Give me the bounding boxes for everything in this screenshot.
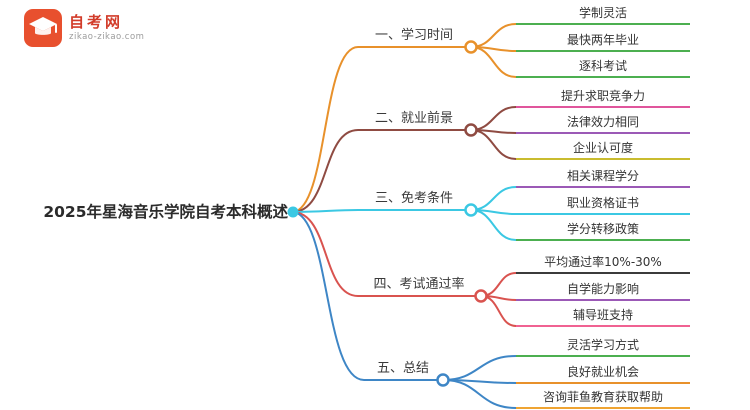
child-curve-1-2 bbox=[470, 46, 517, 52]
child-curve-4-2 bbox=[480, 295, 517, 301]
child-label-3-1: 相关课程学分 bbox=[566, 169, 639, 183]
logo-title: 自考网 bbox=[69, 12, 124, 31]
child-curve-4-1 bbox=[480, 272, 517, 297]
child-curve-2-3 bbox=[470, 129, 517, 160]
child-label-1-2: 最快两年毕业 bbox=[566, 33, 639, 47]
branch-curve-2 bbox=[292, 129, 359, 213]
child-label-5-3: 咨询菲鱼教育获取帮助 bbox=[542, 390, 663, 404]
child-curve-3-2 bbox=[470, 209, 517, 215]
child-curve-5-1 bbox=[442, 355, 517, 381]
child-curve-4-3 bbox=[480, 295, 517, 327]
branch-label-4: 四、考试通过率 bbox=[373, 277, 465, 292]
child-curve-3-3 bbox=[470, 209, 517, 241]
branch-curve-5 bbox=[292, 211, 365, 381]
child-label-1-3: 逐科考试 bbox=[578, 59, 627, 73]
branch-curve-3 bbox=[292, 209, 359, 213]
child-curve-1-3 bbox=[470, 46, 517, 78]
logo-domain: zikao-zikao.com bbox=[69, 32, 145, 43]
child-label-5-1: 灵活学习方式 bbox=[566, 338, 639, 352]
child-label-4-2: 自学能力影响 bbox=[566, 282, 639, 296]
child-curve-3-1 bbox=[470, 186, 517, 211]
branch-label-3: 三、免考条件 bbox=[374, 191, 453, 206]
branch-label-5: 五、总结 bbox=[376, 361, 429, 376]
child-curve-5-2 bbox=[442, 379, 517, 384]
branch-curve-1 bbox=[292, 46, 359, 213]
child-label-3-2: 职业资格证书 bbox=[566, 196, 639, 210]
child-label-4-1: 平均通过率10%-30% bbox=[544, 255, 662, 269]
root-node-dot bbox=[287, 206, 299, 218]
child-label-4-3: 辅导班支持 bbox=[572, 308, 633, 322]
graduation-cap-icon bbox=[24, 9, 62, 47]
child-label-1-1: 学制灵活 bbox=[578, 6, 627, 20]
child-label-5-2: 良好就业机会 bbox=[566, 365, 639, 379]
child-curve-2-2 bbox=[470, 129, 517, 134]
branch-curve-4 bbox=[292, 211, 359, 297]
child-curve-5-3 bbox=[442, 379, 517, 409]
root-node-label: 2025年星海音乐学院自考本科概述 bbox=[43, 203, 288, 221]
site-logo: 自考网 zikao-zikao.com bbox=[24, 9, 144, 47]
child-label-3-3: 学分转移政策 bbox=[566, 222, 639, 236]
child-label-2-2: 法律效力相同 bbox=[566, 115, 639, 129]
branch-label-1: 一、学习时间 bbox=[374, 28, 453, 43]
child-label-2-3: 企业认可度 bbox=[572, 141, 633, 155]
child-curve-2-1 bbox=[470, 106, 517, 131]
child-curve-1-1 bbox=[470, 23, 517, 48]
branch-label-2: 二、就业前景 bbox=[374, 111, 453, 126]
child-label-2-1: 提升求职竞争力 bbox=[560, 89, 645, 103]
